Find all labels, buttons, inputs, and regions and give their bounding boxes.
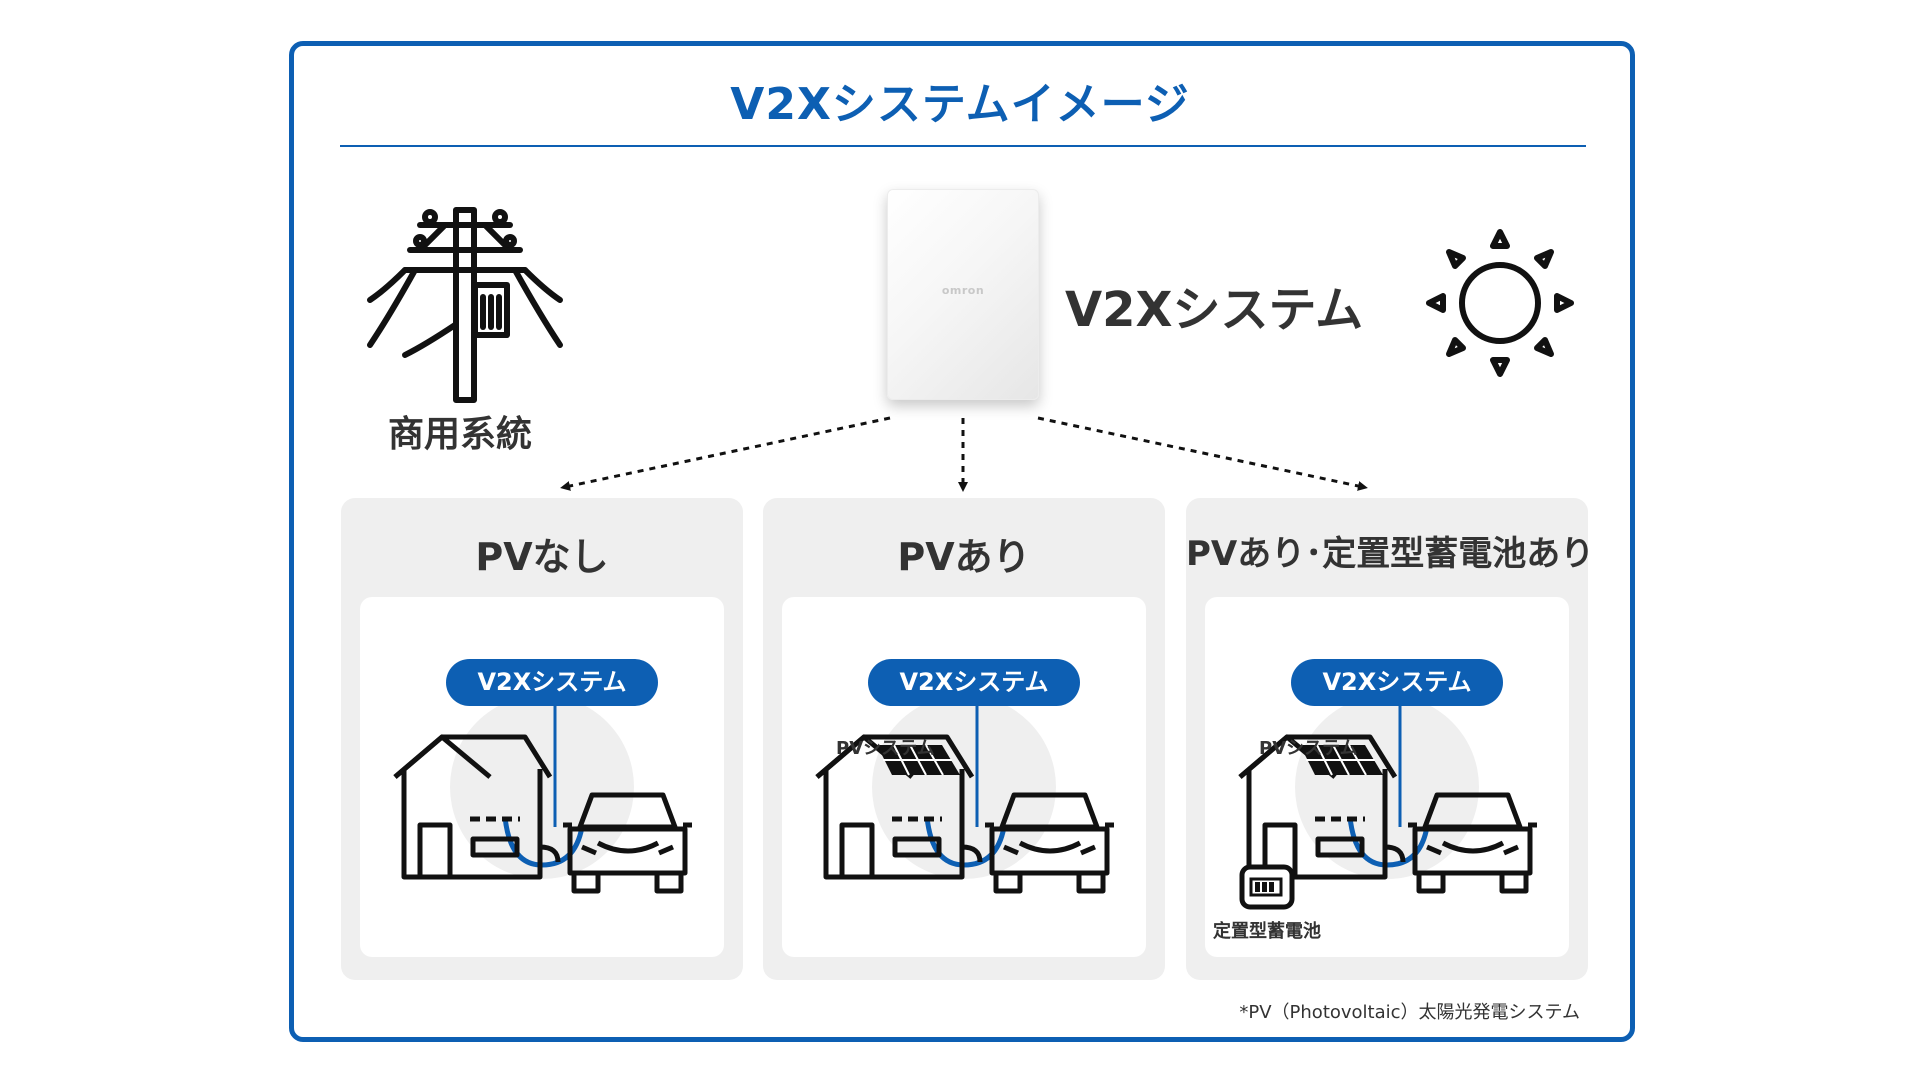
- panel-title: PVあり: [897, 535, 1031, 579]
- pv-system-label: PVシステム: [836, 738, 935, 759]
- v2x-pill: V2Xシステム: [868, 659, 1080, 706]
- v2x-pill: V2Xシステム: [446, 659, 658, 706]
- diagram-title: V2Xシステムイメージ: [730, 79, 1190, 130]
- battery-icon: [1239, 864, 1295, 910]
- v2x-device-image: omron: [887, 189, 1039, 400]
- panel-with-pv-battery: PVあり･定置型蓄電池あり: [1186, 498, 1595, 980]
- title-divider: [340, 145, 1586, 147]
- battery-label: 定置型蓄電池: [1213, 921, 1321, 942]
- utility-pole-icon: [367, 207, 563, 403]
- arrow-right: [1037, 416, 1368, 491]
- panel-illustration: V2Xシステム PVシステム: [782, 597, 1146, 957]
- house-car-illustration: [393, 695, 692, 894]
- sun-icon: [1426, 229, 1574, 377]
- panel-illustration: V2Xシステム PVシステム 定置型蓄電池: [1205, 597, 1569, 957]
- v2x-pill: V2Xシステム: [1291, 659, 1503, 706]
- house-pv-battery-car-illustration: [1238, 695, 1537, 910]
- arrow-left: [560, 416, 891, 491]
- panel-illustration: V2Xシステム: [360, 597, 724, 957]
- house-pv-car-illustration: [815, 695, 1114, 894]
- panel-title: PVあり･定置型蓄電池あり: [1186, 534, 1595, 574]
- panel-title: PVなし: [475, 535, 609, 579]
- footnote: *PV（Photovoltaic）太陽光発電システム: [1239, 1002, 1580, 1023]
- device-brand: omron: [941, 284, 985, 297]
- panel-no-pv: PVなし V2Xシステム: [341, 498, 743, 980]
- grid-label: 商用系統: [387, 414, 532, 455]
- pv-system-label: PVシステム: [1259, 738, 1358, 759]
- panel-with-pv: PVあり: [763, 498, 1165, 980]
- v2x-system-label: V2Xシステム: [1065, 282, 1364, 338]
